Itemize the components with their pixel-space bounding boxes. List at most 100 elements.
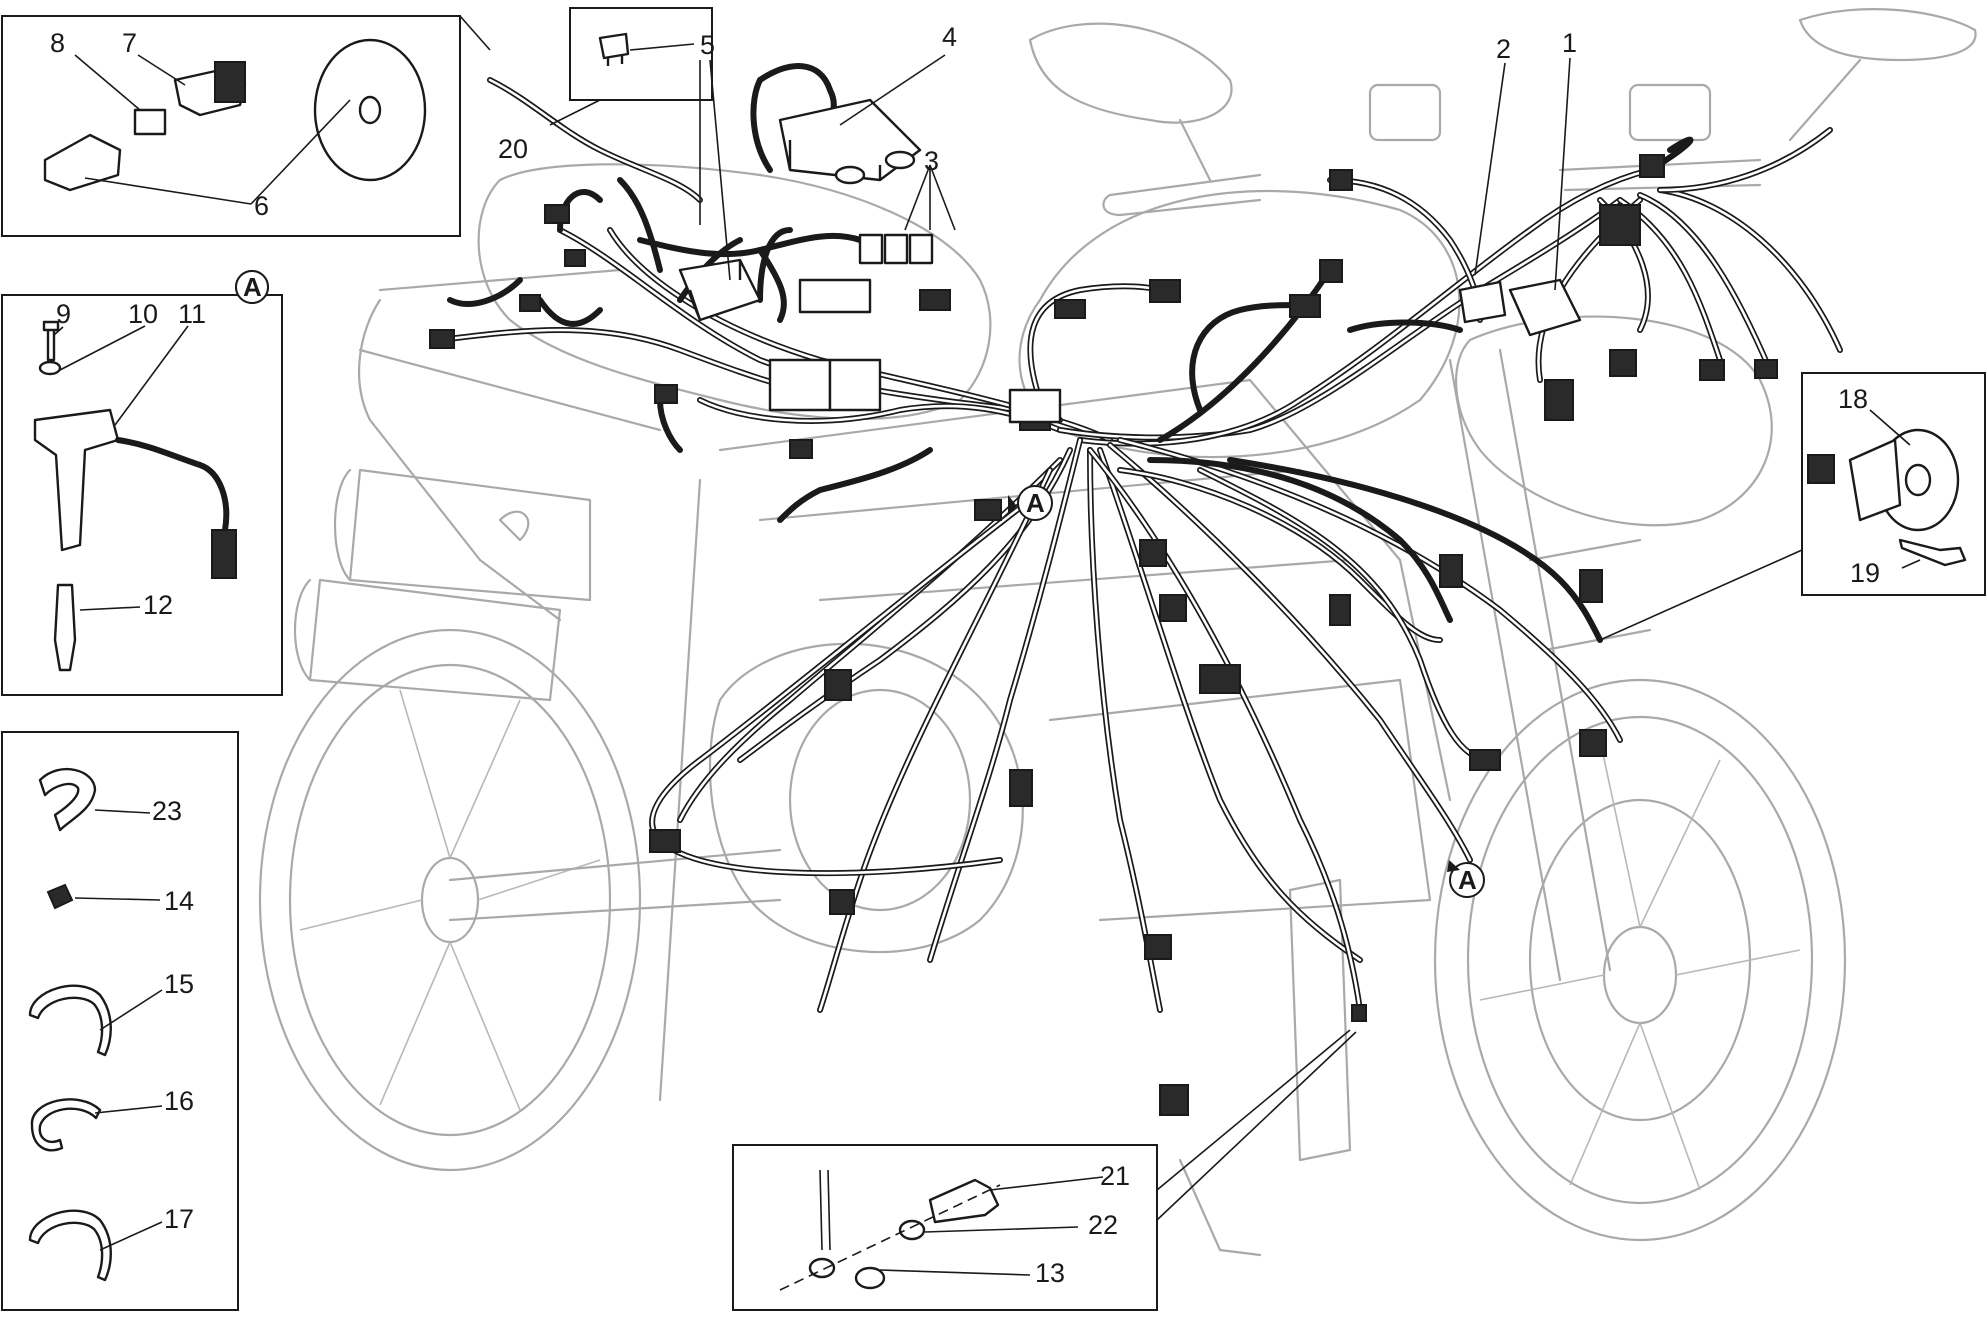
detail-box-fuse: [569, 7, 713, 101]
callout-14: 14: [164, 886, 194, 916]
bolt-9: [42, 320, 60, 362]
motorcycle-outline: [258, 8, 1977, 1257]
marker-a-main: A: [1026, 488, 1045, 518]
frame-trellis: [658, 378, 1452, 1102]
callout-22: 22: [1088, 1210, 1118, 1240]
callout-12: 12: [143, 590, 173, 620]
callout-20: 20: [498, 134, 528, 164]
fuse: [598, 32, 630, 66]
front-spokes: [1479, 739, 1801, 1191]
detail-box-clips: [1, 731, 239, 1311]
detail-box-sensors: [1, 15, 461, 237]
sensor-plug: [133, 108, 167, 136]
connector-headstock-1: [1599, 204, 1641, 246]
ecu-unit-1: [1508, 278, 1582, 337]
handlebar-left: [1102, 173, 1262, 217]
coil-lead: [115, 437, 230, 533]
callout-13: 13: [1035, 1258, 1065, 1288]
connector-engine-2: [649, 829, 681, 853]
axis-line: [779, 1184, 1001, 1291]
cable-tie-15: [28, 984, 112, 1057]
switch-cap: [214, 61, 246, 103]
callout-9: 9: [56, 299, 71, 329]
ignition-coil-pack-right: [828, 358, 882, 412]
callout-labels: 1 2 3 4 5 6 7 8 9 10 11 12 13 14 15 16 1…: [50, 22, 1880, 1288]
connector-mid-1: [974, 499, 1002, 521]
callout-5: 5: [700, 30, 715, 60]
sensor-body: [43, 133, 122, 192]
swingarm: [448, 848, 782, 922]
engine-cover: [788, 688, 972, 912]
connector-tail-6: [789, 439, 813, 459]
instrument-left: [1368, 83, 1442, 142]
fuse-box: [678, 258, 762, 322]
clip-23: [38, 767, 97, 832]
connector-front-1: [1149, 279, 1181, 303]
ignition-coil-pack-left: [768, 358, 832, 412]
regulator-mount-left: [834, 165, 866, 185]
exhaust-lower: [294, 578, 562, 702]
connector-engine-5: [1159, 1084, 1189, 1116]
callout-7: 7: [122, 28, 137, 58]
ignition-coil: [33, 408, 120, 552]
callout-11: 11: [178, 299, 206, 329]
rear-spokes: [299, 689, 601, 1111]
connector-engine-8: [1199, 664, 1241, 694]
connector-front-4: [1329, 169, 1353, 191]
callout-6: 6: [254, 191, 269, 221]
footpeg-rear: [478, 510, 562, 622]
callout-10: 10: [128, 299, 158, 329]
tail-electrical-parts: [678, 98, 1062, 424]
horn-center: [1904, 463, 1932, 497]
callout-18: 18: [1838, 384, 1868, 414]
regulator-mount-right: [884, 150, 916, 170]
connector-headstock-4: [1544, 379, 1574, 421]
clip-14: [46, 883, 74, 910]
horn-connector: [1807, 454, 1835, 484]
detail-markers: A A A: [235, 270, 1485, 898]
tail-relays: [798, 278, 872, 314]
washer-10: [38, 360, 62, 376]
relay-1: [858, 233, 884, 265]
headlight-fairing: [1455, 315, 1773, 527]
connector-tail-2: [564, 249, 586, 267]
rear-hub: [420, 856, 480, 944]
ground-cable: [819, 1169, 831, 1251]
connector-engine-13: [1329, 594, 1351, 626]
callout-4: 4: [942, 22, 957, 52]
rear-subframe: [358, 268, 662, 562]
front-tire-outer: [1433, 678, 1847, 1242]
horn-bracket: [1848, 438, 1902, 522]
detail-box-horn: [1801, 372, 1986, 596]
callout-15: 15: [164, 969, 194, 999]
connector-tail-1: [544, 204, 570, 224]
instrument-right: [1628, 83, 1712, 142]
horn-bolt: [1898, 538, 1967, 567]
connector-tail-3: [519, 294, 541, 312]
dash-connector: [1008, 388, 1062, 424]
connector-engine-6: [1469, 749, 1501, 771]
connector-engine-3: [829, 889, 855, 915]
coil-connector: [211, 529, 237, 579]
callout-1: 1: [1562, 28, 1577, 58]
ground-terminal: [1351, 1004, 1367, 1022]
connector-headstock-5: [1699, 359, 1725, 381]
washer-13: [854, 1266, 886, 1290]
detail-box-ground: [732, 1144, 1158, 1311]
connector-mid-3: [919, 289, 951, 311]
connector-engine-11: [1439, 554, 1463, 588]
rear-tire-inner: [288, 663, 612, 1137]
detail-box-ignition: [1, 270, 283, 696]
relay-3: [908, 233, 934, 265]
harness-connectors: [429, 154, 1778, 1116]
connector-front-2: [1289, 294, 1321, 318]
callout-17: 17: [164, 1204, 194, 1234]
connector-engine-1: [824, 669, 852, 701]
mirror-left: [1028, 22, 1233, 182]
front-tire-inner: [1466, 715, 1814, 1205]
cd-disc-hole: [358, 95, 382, 125]
engine-block: [708, 642, 1024, 954]
front-hub: [1602, 925, 1678, 1025]
callout-2: 2: [1496, 34, 1511, 64]
